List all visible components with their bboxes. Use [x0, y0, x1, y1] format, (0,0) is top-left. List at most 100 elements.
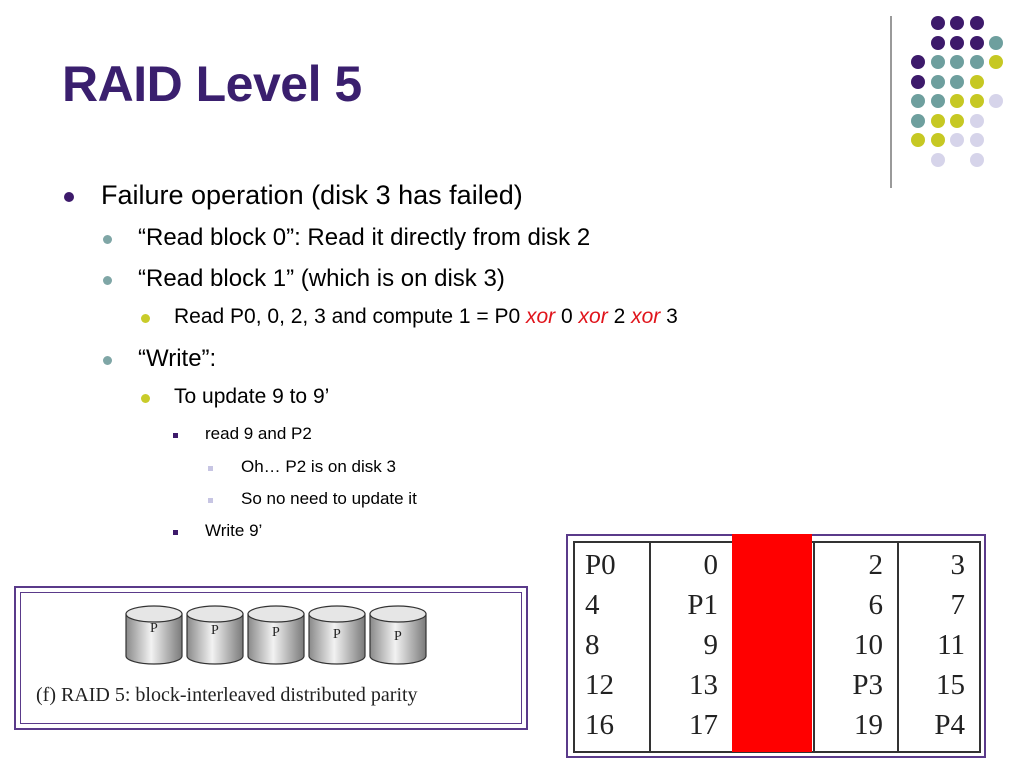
decorative-dot	[930, 55, 945, 69]
disk-parity-label: P	[272, 625, 280, 640]
disk-parity-label: P	[150, 621, 158, 636]
block-cell: 11	[937, 629, 965, 661]
disk-cylinder: P	[186, 605, 244, 665]
bullet-item-level-3: Read P0, 0, 2, 3 and compute 1 = P0 xor …	[174, 305, 678, 329]
bullet-marker-icon	[141, 314, 150, 323]
decorative-dot	[989, 35, 1003, 50]
decorative-dot	[969, 152, 984, 167]
decorative-dot	[911, 55, 925, 69]
raid5-figure: P P P P P (f) RAID 5: block-interleaved dist…	[14, 586, 528, 730]
bullet-item-level-2: “Read block 1” (which is on disk 3)	[138, 265, 505, 292]
decorative-dot	[989, 55, 1003, 69]
decorative-dot	[930, 152, 945, 167]
bullet-item-level-2: “Write”:	[138, 345, 217, 372]
bullet-text-part: 2	[607, 305, 632, 328]
block-cell: 4	[585, 589, 600, 621]
decorative-dot	[911, 133, 925, 147]
block-cell: P4	[934, 709, 965, 741]
decorative-dot	[930, 35, 945, 50]
decorative-dot	[969, 113, 984, 128]
block-cell: 2	[868, 549, 884, 581]
block-cell: P1	[687, 589, 718, 621]
block-cell: 10	[854, 629, 883, 661]
figure-caption: (f) RAID 5: block-interleaved distribute…	[36, 684, 418, 706]
block-cell: 7	[950, 589, 966, 621]
decorative-dot	[911, 74, 925, 89]
disk-cylinder: P	[247, 605, 305, 665]
block-cell: 19	[854, 709, 883, 741]
disk-cylinder: P	[125, 605, 183, 665]
bullet-marker-icon	[103, 275, 112, 285]
failed-disk-column	[732, 534, 812, 752]
decorative-dot	[969, 55, 984, 69]
bullet-text-part: Read P0, 0, 2, 3 and compute 1 = P0	[174, 305, 526, 328]
block-cell: 16	[585, 709, 614, 741]
bullet-marker-icon	[173, 529, 178, 535]
disk-cylinder: P	[369, 605, 427, 665]
decorative-dot	[969, 94, 984, 108]
disk-column: P0 4 8 12 16	[575, 543, 651, 751]
bullet-text-part: 0	[555, 305, 579, 328]
block-cell: P0	[585, 549, 616, 581]
bullet-marker-icon	[103, 355, 112, 365]
slide-title: RAID Level 5	[62, 56, 362, 112]
bullet-marker-icon	[208, 497, 213, 503]
decorative-dot	[930, 16, 945, 30]
bullet-marker-icon	[141, 394, 150, 403]
decorative-dot	[930, 74, 945, 89]
disk-parity-label: P	[394, 629, 402, 644]
decorative-dot	[950, 16, 964, 30]
disk-parity-label: P	[211, 623, 219, 638]
bullet-item-level-2: “Read block 0”: Read it directly from di…	[138, 224, 591, 251]
title-divider-line	[890, 16, 892, 188]
bullet-item-level-3: To update 9 to 9’	[174, 385, 330, 408]
block-cell: P3	[852, 669, 883, 701]
bullet-item-level-5: So no need to update it	[241, 489, 417, 508]
decorative-dot	[950, 94, 964, 108]
decorative-dot	[930, 94, 945, 108]
decorative-dot	[950, 55, 964, 69]
disk-parity-label: P	[333, 627, 341, 642]
bullet-marker-icon	[64, 191, 74, 202]
disk-cylinder: P	[308, 605, 366, 665]
block-cell: 15	[936, 669, 965, 701]
block-cell: 0	[703, 549, 719, 581]
figure-frame	[20, 592, 522, 724]
decorative-dot	[989, 94, 1003, 108]
xor-operator: xor	[631, 305, 661, 328]
bullet-item-level-1: Failure operation (disk 3 has failed)	[101, 180, 523, 210]
block-cell: 9	[703, 629, 719, 661]
decorative-dot	[969, 74, 984, 89]
decorative-dot	[930, 113, 945, 128]
decorative-dot	[930, 133, 945, 147]
block-cell: 6	[868, 589, 884, 621]
block-cell: 17	[689, 709, 718, 741]
block-cell: 13	[689, 669, 718, 701]
xor-operator: xor	[526, 305, 556, 328]
disk-column	[732, 543, 815, 751]
bullet-marker-icon	[208, 465, 213, 471]
block-cell: 12	[585, 669, 614, 701]
bullet-text-part: 3	[660, 305, 678, 328]
bullet-marker-icon	[173, 432, 178, 438]
decorative-dot	[911, 94, 925, 108]
bullet-item-level-5: Oh… P2 is on disk 3	[241, 457, 396, 476]
bullet-item-level-4: read 9 and P2	[205, 424, 312, 443]
decorative-dot	[950, 133, 964, 147]
block-cell: 8	[585, 629, 600, 661]
decorative-dot	[950, 113, 964, 128]
decorative-dot	[950, 35, 964, 50]
decorative-dot	[969, 35, 984, 50]
decorative-dot	[911, 113, 925, 128]
bullet-marker-icon	[103, 234, 112, 244]
decorative-dot	[969, 16, 984, 30]
decorative-dot	[950, 74, 964, 89]
bullet-item-level-4: Write 9’	[205, 521, 263, 540]
xor-operator: xor	[578, 305, 608, 328]
decorative-dot	[969, 133, 984, 147]
block-cell: 3	[950, 549, 966, 581]
